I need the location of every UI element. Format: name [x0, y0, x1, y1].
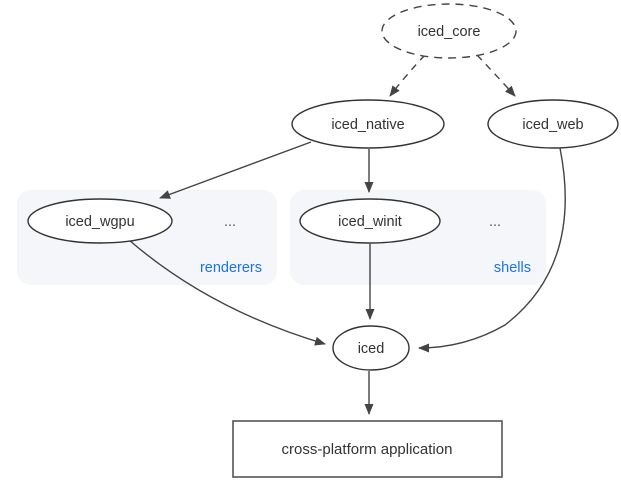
edge-iced-wgpu-to-iced — [128, 239, 326, 346]
node-iced-core-shape[interactable] — [381, 3, 517, 59]
edge-layer — [128, 54, 566, 415]
node-iced-label: iced — [358, 341, 385, 357]
node-application-label: cross-platform application — [282, 441, 453, 458]
node-iced-core-label: iced_core — [418, 24, 481, 40]
node-iced-winit-label: iced_winit — [338, 214, 402, 230]
node-iced-native-label: iced_native — [331, 117, 404, 133]
renderers-ellipsis-icon: ... — [224, 214, 236, 230]
node-iced-wgpu-label: iced_wgpu — [65, 214, 134, 230]
node-iced-web[interactable]: iced_web — [487, 99, 619, 149]
edge-iced-core-to-iced-web — [476, 54, 516, 97]
node-iced-shape[interactable] — [332, 325, 410, 371]
edge-iced-core-to-iced-native — [389, 54, 426, 97]
node-iced-wgpu-shape[interactable] — [27, 198, 173, 244]
node-iced-winit[interactable]: iced_winit — [299, 198, 441, 244]
node-iced[interactable]: iced — [332, 325, 410, 371]
cluster-shells-label: shells — [494, 260, 531, 276]
node-iced-core[interactable]: iced_core — [381, 3, 517, 59]
shells-ellipsis-icon: ... — [489, 214, 501, 230]
node-iced-winit-shape[interactable] — [299, 198, 441, 244]
node-iced-web-label: iced_web — [522, 117, 583, 133]
node-iced-web-shape[interactable] — [487, 99, 619, 149]
cluster-renderers-label: renderers — [200, 260, 262, 276]
node-iced-wgpu[interactable]: iced_wgpu — [27, 198, 173, 244]
node-application[interactable]: cross-platform application — [232, 420, 503, 478]
edge-iced-native-to-iced-wgpu — [159, 141, 312, 199]
node-iced-native-shape[interactable] — [291, 99, 445, 149]
node-application-shape[interactable] — [232, 420, 503, 478]
node-iced-native[interactable]: iced_native — [291, 99, 445, 149]
edge-iced-web-to-iced — [418, 147, 566, 353]
